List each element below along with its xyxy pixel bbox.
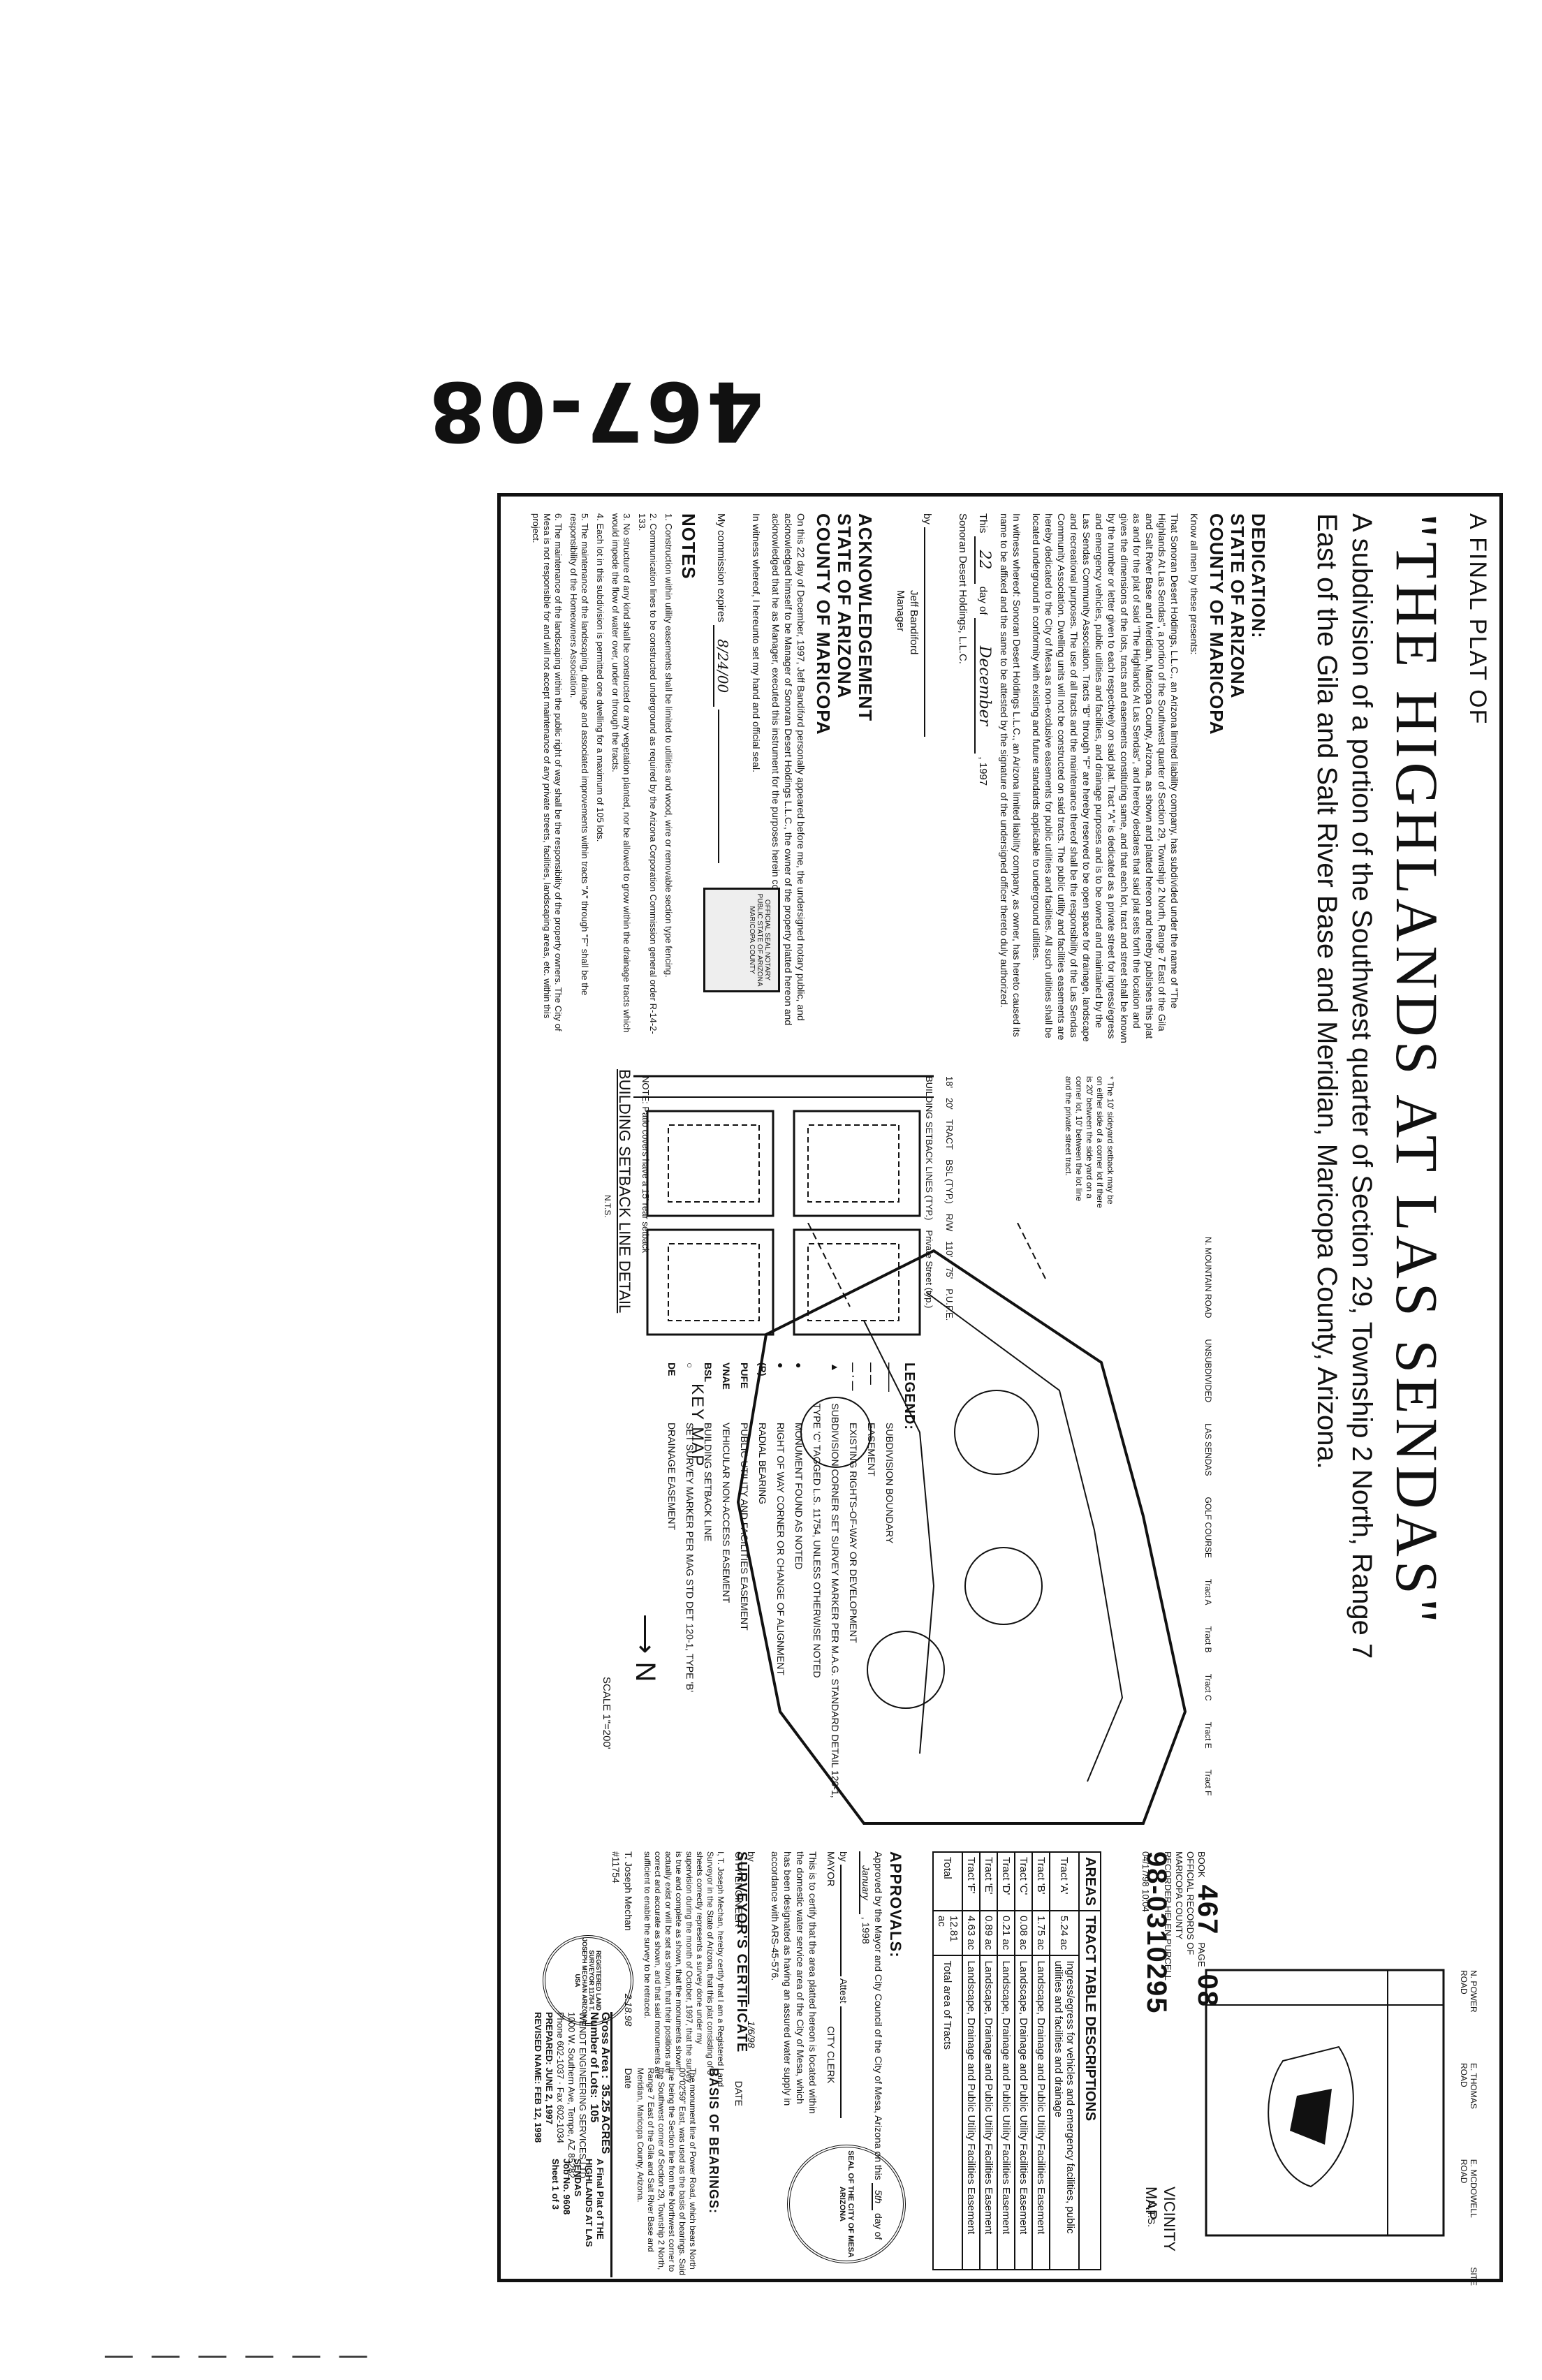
vicinity-nts: N.T.S. <box>1146 2201 1157 2228</box>
ack-commission-date: 8/24/00 <box>713 625 731 707</box>
title-prefix: A FINAL PLAT OF <box>1464 513 1491 726</box>
key-map-note: * The 10' sideyard setback may be on eit… <box>1064 1076 1115 1208</box>
descriptions-heading: DESCRIPTIONS <box>1082 2016 1098 2122</box>
note-item: 6. The maintenance of the landscaping wi… <box>531 513 564 1031</box>
areas-heading: AREAS <box>1079 1852 1101 1911</box>
dedication-signer-title: Manager <box>895 590 906 632</box>
dedication-signer: Jeff Bandiford <box>908 590 920 655</box>
plat-subtitle: A subdivision of a portion of the Southw… <box>1312 513 1377 1659</box>
dedication-block: DEDICATION: STATE OF ARIZONA COUNTY OF M… <box>526 513 1269 1044</box>
notes-list: 1. Construction within utility easements… <box>530 513 674 1044</box>
basis-of-bearings: BASIS OF BEARINGS: The monument line of … <box>628 2068 724 2277</box>
note-item: 3. No structure of any kind shall be con… <box>610 513 632 1033</box>
ack-county: COUNTY OF MARICOPA <box>813 513 834 735</box>
dedication-county: COUNTY OF MARICOPA <box>1206 513 1227 735</box>
legend-heading: LEGEND: <box>902 1362 917 1430</box>
lot-count: 105 <box>588 2103 600 2123</box>
mayor-label: MAYOR <box>825 1851 837 1887</box>
notary-stamp: OFFICIAL SEAL NOTARY PUBLIC STATE OF ARI… <box>703 888 780 992</box>
note-item: 4. Each lot in this subdivision is permi… <box>595 513 605 842</box>
footer-dash-marks: — — — — — — <box>105 2339 373 2370</box>
tract-table: AREAS TRACT TABLE DESCRIPTIONS Tract 'A'… <box>932 1851 1101 2270</box>
clerk-label: CITY CLERK <box>825 2026 837 2084</box>
scale-label: SCALE 1"=200' <box>601 1677 612 1749</box>
bearings-heading: BASIS OF BEARINGS: <box>707 2068 721 2214</box>
plat-sheet: A FINAL PLAT OF "THE HIGHLANDS AT LAS SE… <box>497 493 1503 2286</box>
dedication-state: STATE OF ARIZONA <box>1227 513 1248 699</box>
legend-row: — · —EXISTING RIGHTS-OF-WAY OR DEVELOPME… <box>848 1362 859 1643</box>
tract-table-heading: TRACT TABLE <box>1082 1916 1098 2013</box>
notes-block: NOTES 1. Construction within utility eas… <box>530 513 699 1044</box>
legend-row: ●MONUMENT FOUND AS NOTED <box>793 1362 805 1570</box>
city-seal: SEAL OF THE CITY OF MESA ARIZONA <box>787 2145 906 2263</box>
dedication-witness: In witness whereof: Sonoran Desert Holdi… <box>999 513 1022 1037</box>
dedication-heading: DEDICATION: <box>1248 513 1269 639</box>
note-item: 2. Communication lines to be constructed… <box>637 513 659 1034</box>
gross-area: 35.25 ACRES <box>599 2084 611 2154</box>
setback-note: NOTE: Patio covers have a 15' rear setba… <box>640 1076 651 1254</box>
plat-reference: A Final Plat of THE HIGHLANDS AT LAS SEN… <box>550 2159 605 2247</box>
note-item: 1. Construction within utility easements… <box>663 513 674 978</box>
ack-commission-label: My commission expires <box>715 513 727 622</box>
revised-date: REVISED NAME: FEB 12, 1998 <box>533 2012 543 2143</box>
water-certification: This is to certify that the area platted… <box>770 1851 818 2114</box>
dedication-by: by <box>921 513 933 524</box>
dedication-intro: Know all men by these presents: <box>1189 513 1200 655</box>
key-map-labels: N. MOUNTAIN ROAD UNSUBDIVIDED LAS SENDAS… <box>1203 1237 1213 1796</box>
legend-row: ———SUBDIVISION BOUNDARY <box>884 1362 895 1544</box>
dedication-month: December <box>974 617 993 754</box>
legend-row: — —EASEMENT <box>866 1362 877 1477</box>
legend-row: ▲SUBDIVISION CORNER SET SURVEY MARKER PE… <box>812 1362 841 1798</box>
legend-row: ○SET SURVEY MARKER PER MAG STD DET 120-1… <box>684 1362 696 1693</box>
notes-heading: NOTES <box>678 513 699 580</box>
surveyor-name: T. Joseph Mechan #11754 <box>610 1851 634 1931</box>
surveyor-heading: SURVEYOR'S CERTIFICATE <box>734 1851 749 2053</box>
legend-row: (R)RADIAL BEARING <box>757 1362 768 1504</box>
note-item: 5. The maintenance of the landscaping, d… <box>568 513 590 996</box>
dedication-signature-line <box>924 527 949 737</box>
ack-heading: ACKNOWLEDGEMENT <box>855 513 876 722</box>
book-number: 467 <box>1192 1884 1223 1936</box>
ack-state: STATE OF ARIZONA <box>834 513 855 699</box>
setback-detail-drawing <box>633 1075 934 1336</box>
handwritten-page-number: 467-08 <box>426 363 764 460</box>
bearings-body: The monument line of Power Road, which b… <box>636 2068 698 2275</box>
surveyor-body: I, T. Joseph Mechan, hereby certify that… <box>642 1851 726 2087</box>
rotated-content: A FINAL PLAT OF "THE HIGHLANDS AT LAS SE… <box>501 497 1506 2286</box>
notary-signature-line <box>718 710 743 864</box>
dedication-date-line: This 22 day of December , 1997 <box>974 513 993 786</box>
setback-title: BUILDING SETBACK LINE DETAIL <box>616 1069 633 1314</box>
legend-block: LEGEND: ———SUBDIVISION BOUNDARY — —EASEM… <box>663 1362 920 1809</box>
dedication-body: That Sonoran Desert Holdings, L.L.C., an… <box>1031 513 1180 1043</box>
dedication-day: 22 <box>974 536 993 584</box>
key-map-drawing <box>736 1223 1187 1825</box>
vicinity-roads: N. POWER ROAD E. THOMAS ROAD E. MCDOWELL… <box>1459 1970 1478 2286</box>
setback-nts: N.T.S. <box>603 1195 612 1218</box>
document-number: 98-0310295 <box>1141 1851 1172 2015</box>
vicinity-map-drawing <box>1205 1969 1445 2237</box>
plat-title: "THE HIGHLANDS AT LAS SENDAS" <box>1383 513 1451 1627</box>
dedication-company: Sonoran Desert Holdings, L.L.C. <box>957 513 969 664</box>
north-arrow-icon: ⟶ N <box>630 1614 661 1682</box>
legend-row: ●RIGHT OF WAY CORNER OR CHANGE OF ALIGNM… <box>775 1362 786 1675</box>
